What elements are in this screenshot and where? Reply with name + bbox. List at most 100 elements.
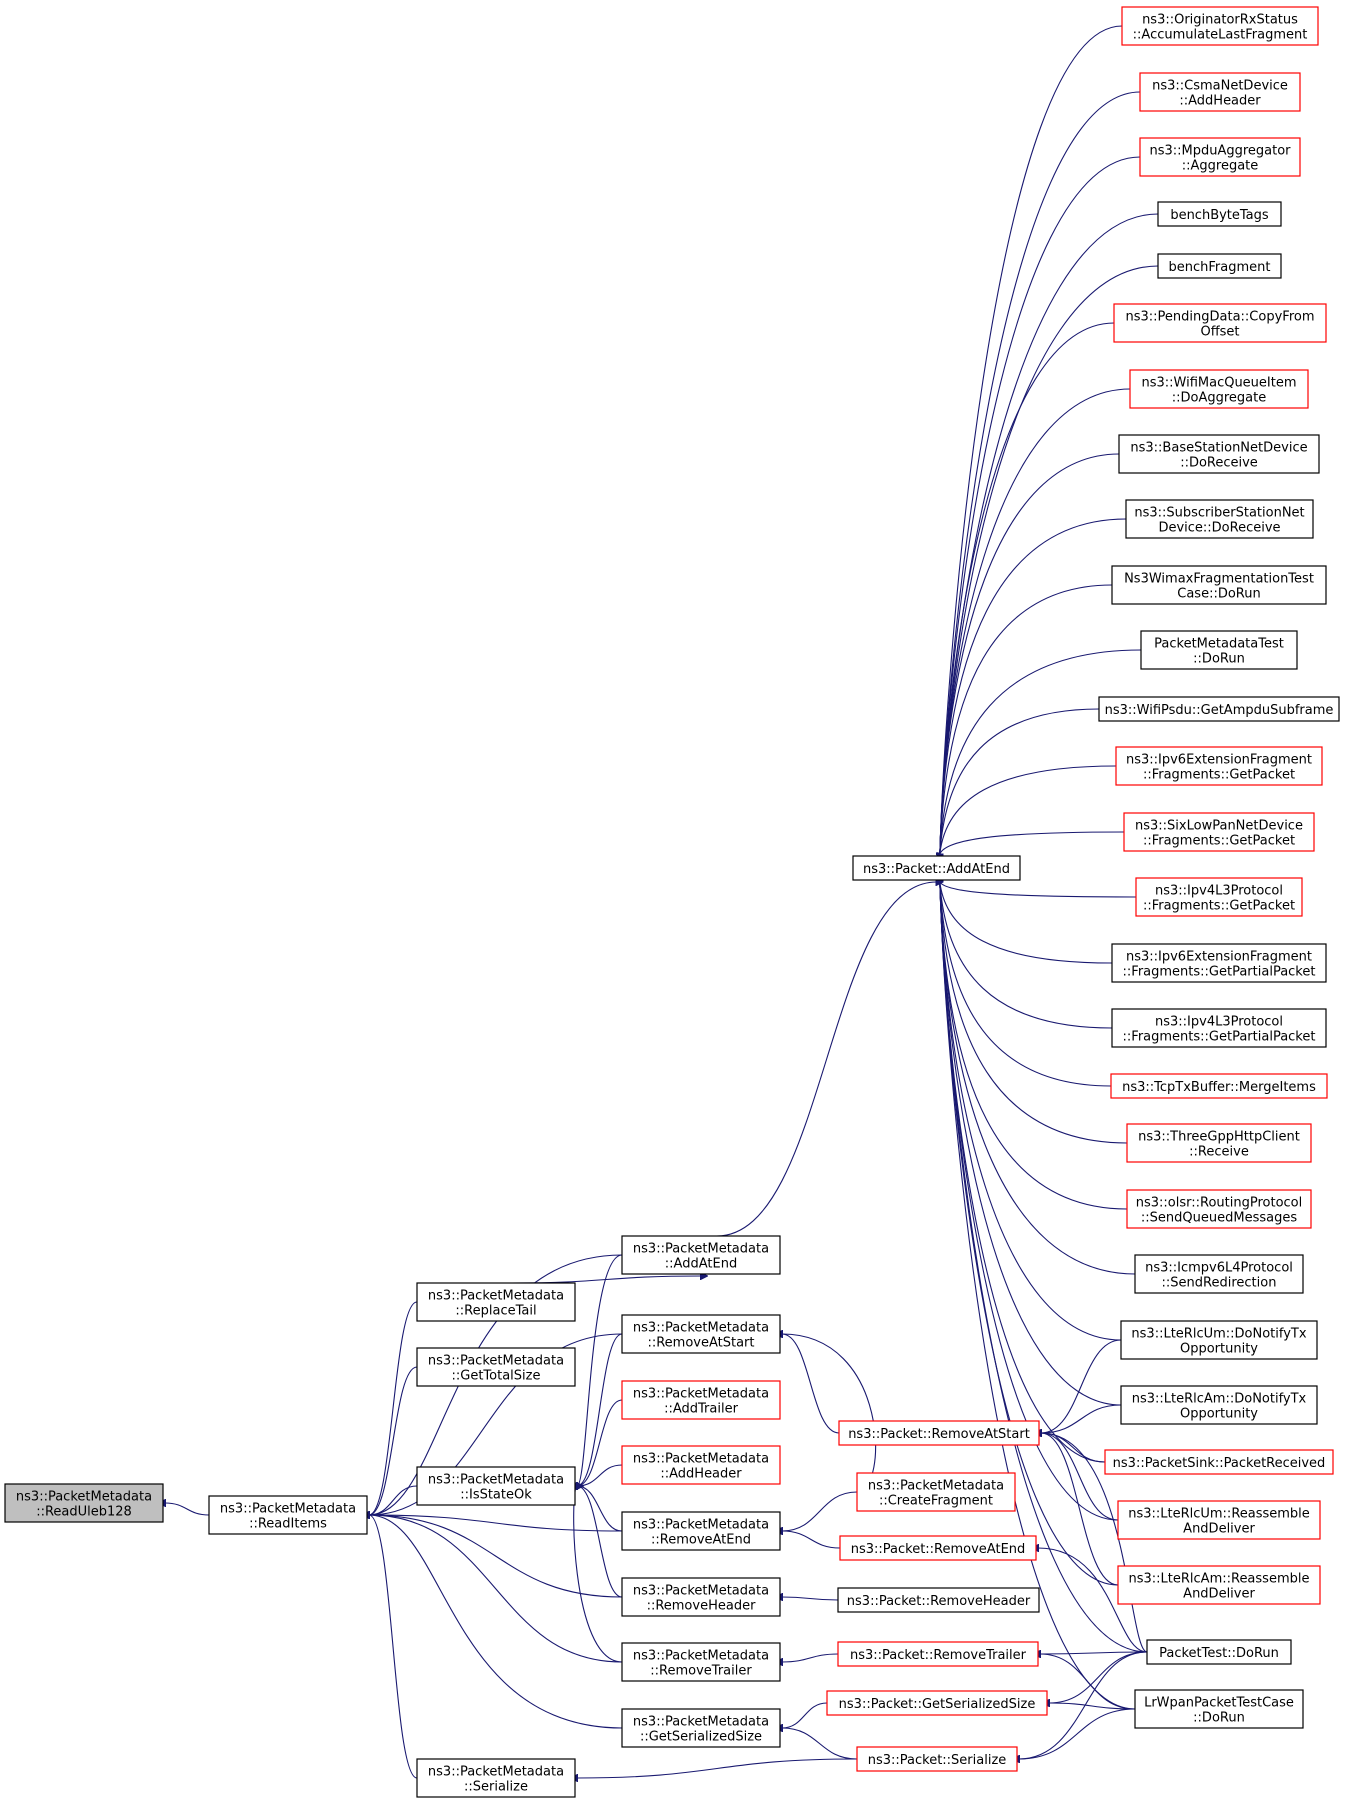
edge-r_packettest-to-p_addatend [940, 882, 1148, 1653]
node-r-icmpv6[interactable]: ns3::Icmpv6L4Protocol::SendRedirection [1134, 1254, 1304, 1294]
node-label-line: Opportunity [1180, 1407, 1258, 1422]
edge-r_wifipsdu-to-p_addatend [940, 708, 1100, 854]
node-box [837, 1587, 1040, 1613]
node-pm-removeatstart[interactable]: ns3::PacketMetadata::RemoveAtStart [621, 1314, 781, 1354]
node-box [1111, 1008, 1327, 1048]
node-p-removeatstart[interactable]: ns3::Packet::RemoveAtStart [838, 1420, 1040, 1446]
node-r-bsnd[interactable]: ns3::BaseStationNetDevice::DoReceive [1118, 434, 1320, 474]
node-r-benchfrag[interactable]: benchFragment [1157, 253, 1282, 279]
edge-r_sixlow_gp-to-p_addatend [940, 831, 1125, 854]
node-p-removetrailer[interactable]: ns3::Packet::RemoveTrailer [837, 1641, 1039, 1667]
node-pm-addatend[interactable]: ns3::PacketMetadata::AddAtEnd [621, 1235, 781, 1275]
node-pm-removeatend[interactable]: ns3::PacketMetadata::RemoveAtEnd [621, 1511, 781, 1551]
node-r-lrwpan[interactable]: LrWpanPacketTestCase::DoRun [1134, 1689, 1304, 1729]
node-box [1117, 1565, 1321, 1605]
edge-r_rlcum_tx-to-p_removeatstart [1041, 1339, 1122, 1433]
node-label-line: ::SendQueuedMessages [1141, 1211, 1297, 1226]
node-pm-isstateok[interactable]: ns3::PacketMetadata::IsStateOk [416, 1466, 576, 1506]
node-p-serialize[interactable]: ns3::Packet::Serialize [856, 1746, 1018, 1772]
node-label-line: ns3::LteRlcAm::DoNotifyTx [1132, 1392, 1307, 1407]
node-label-line: ::GetTotalSize [452, 1369, 541, 1384]
node-box [839, 1535, 1037, 1561]
node-pm-addheader[interactable]: ns3::PacketMetadata::AddHeader [621, 1445, 781, 1485]
node-p-addatend[interactable]: ns3::Packet::AddAtEnd [852, 855, 1021, 881]
node-r-mpdu[interactable]: ns3::MpduAggregator::Aggregate [1139, 137, 1301, 177]
node-label-line: AndDeliver [1183, 1587, 1255, 1602]
node-r-wifipsdu[interactable]: ns3::WifiPsdu::GetAmpduSubframe [1098, 696, 1340, 722]
node-p-removeheader[interactable]: ns3::Packet::RemoveHeader [837, 1587, 1040, 1613]
node-pm-getserializedsize[interactable]: ns3::PacketMetadata::GetSerializedSize [621, 1708, 781, 1748]
edge-pm_removeatstart-to-readitems [369, 1333, 623, 1515]
node-r-ipv4l3-gp[interactable]: ns3::Ipv4L3Protocol::Fragments::GetPacke… [1135, 877, 1303, 917]
node-label-line: Opportunity [1180, 1342, 1258, 1357]
node-pm-removeheader[interactable]: ns3::PacketMetadata::RemoveHeader [621, 1577, 781, 1617]
node-label-line: ::Fragments::GetPacket [1143, 834, 1295, 849]
node-pm-serialize[interactable]: ns3::PacketMetadata::Serialize [416, 1758, 576, 1798]
edge-pm_removetrailer-to-readitems [369, 1515, 623, 1663]
node-r-wifimacq[interactable]: ns3::WifiMacQueueItem::DoAggregate [1129, 369, 1309, 409]
node-box [1140, 630, 1298, 670]
node-r-tcptx[interactable]: ns3::TcpTxBuffer::MergeItems [1110, 1073, 1328, 1099]
node-label-line: ns3::PacketMetadata [220, 1502, 356, 1517]
node-r-origrx[interactable]: ns3::OriginatorRxStatus::AccumulateLastF… [1121, 6, 1319, 46]
node-box [621, 1445, 781, 1485]
node-pm-createfragment[interactable]: ns3::PacketMetadata::CreateFragment [856, 1472, 1016, 1512]
node-label-line: ns3::LteRlcAm::Reassemble [1129, 1572, 1310, 1587]
node-r-csma[interactable]: ns3::CsmaNetDevice::AddHeader [1139, 72, 1301, 112]
node-p-getserializedsize[interactable]: ns3::Packet::GetSerializedSize [826, 1690, 1048, 1716]
edge-p_removeheader-to-pm_removeheader [782, 1597, 839, 1600]
node-r-ipv4l3-gpp[interactable]: ns3::Ipv4L3Protocol::Fragments::GetParti… [1111, 1008, 1327, 1048]
node-label-line: ::AccumulateLastFragment [1133, 28, 1308, 43]
node-label-line: ::Fragments::GetPartialPacket [1123, 1030, 1316, 1045]
node-pm-addtrailer[interactable]: ns3::PacketMetadata::AddTrailer [621, 1380, 781, 1420]
edge-r_packettest-to-p_removeatstart [1041, 1433, 1148, 1653]
node-label-line: ns3::PacketMetadata [16, 1490, 152, 1505]
node-label-line: ns3::Packet::RemoveAtStart [848, 1427, 1030, 1442]
node-box [1125, 499, 1314, 539]
node-label-line: ns3::PacketMetadata [633, 1242, 769, 1257]
edge-pm_removeatstart-to-pm_isstateok [577, 1333, 623, 1486]
node-r-olsr[interactable]: ns3::olsr::RoutingProtocol::SendQueuedMe… [1126, 1189, 1312, 1229]
node-label-line: ns3::PacketSink::PacketReceived [1113, 1456, 1326, 1471]
node-box [621, 1642, 781, 1682]
node-box [1120, 1385, 1318, 1425]
node-label-line: ns3::PacketMetadata [633, 1715, 769, 1730]
node-readitems[interactable]: ns3::PacketMetadata::ReadItems [208, 1495, 368, 1535]
node-label-line: ::SendRedirection [1162, 1276, 1277, 1291]
node-box [826, 1690, 1048, 1716]
node-label-line: ::DoAggregate [1172, 391, 1267, 406]
node-label-line: PacketTest::DoRun [1159, 1646, 1279, 1661]
node-r-http[interactable]: ns3::ThreeGppHttpClient::Receive [1126, 1123, 1312, 1163]
edge-r_mpdu-to-p_addatend [940, 156, 1141, 854]
edge-r_ipv4l3_gp-to-p_addatend [940, 882, 1137, 898]
node-pm-removetrailer[interactable]: ns3::PacketMetadata::RemoveTrailer [621, 1642, 781, 1682]
edge-pm_removetrailer-to-pm_isstateok [573, 1486, 623, 1663]
node-r-packettest[interactable]: PacketTest::DoRun [1146, 1639, 1292, 1665]
node-pm-replacetail[interactable]: ns3::PacketMetadata::ReplaceTail [416, 1282, 576, 1322]
node-pm-gettotalsize[interactable]: ns3::PacketMetadata::GetTotalSize [416, 1347, 576, 1387]
node-r-pmtest[interactable]: PacketMetadataTest::DoRun [1140, 630, 1298, 670]
node-label-line: ns3::Packet::Serialize [868, 1753, 1007, 1768]
node-box [4, 1483, 164, 1523]
edge-r_rlcam_tx-to-p_removeatstart [1041, 1404, 1122, 1433]
node-r-sink[interactable]: ns3::PacketSink::PacketReceived [1104, 1449, 1334, 1475]
node-r-sixlow-gp[interactable]: ns3::SixLowPanNetDevice::Fragments::GetP… [1123, 812, 1315, 852]
edge-p_getserializedsize-to-pm_getserializedsize [782, 1702, 828, 1728]
node-r-ssnd[interactable]: ns3::SubscriberStationNetDevice::DoRecei… [1125, 499, 1314, 539]
node-root[interactable]: ns3::PacketMetadata::ReadUleb128 [4, 1483, 164, 1523]
node-r-ipv6frag-gp[interactable]: ns3::Ipv6ExtensionFragment::Fragments::G… [1115, 746, 1323, 786]
node-r-benchbyte[interactable]: benchByteTags [1157, 201, 1282, 227]
node-label-line: ::AddTrailer [664, 1402, 738, 1417]
node-p-removeatend[interactable]: ns3::Packet::RemoveAtEnd [839, 1535, 1037, 1561]
node-r-ipv6frag-gpp[interactable]: ns3::Ipv6ExtensionFragment::Fragments::G… [1111, 943, 1327, 983]
node-label-line: ::Fragments::GetPacket [1143, 899, 1295, 914]
node-label-line: ns3::CsmaNetDevice [1152, 79, 1288, 94]
node-box [1115, 746, 1323, 786]
